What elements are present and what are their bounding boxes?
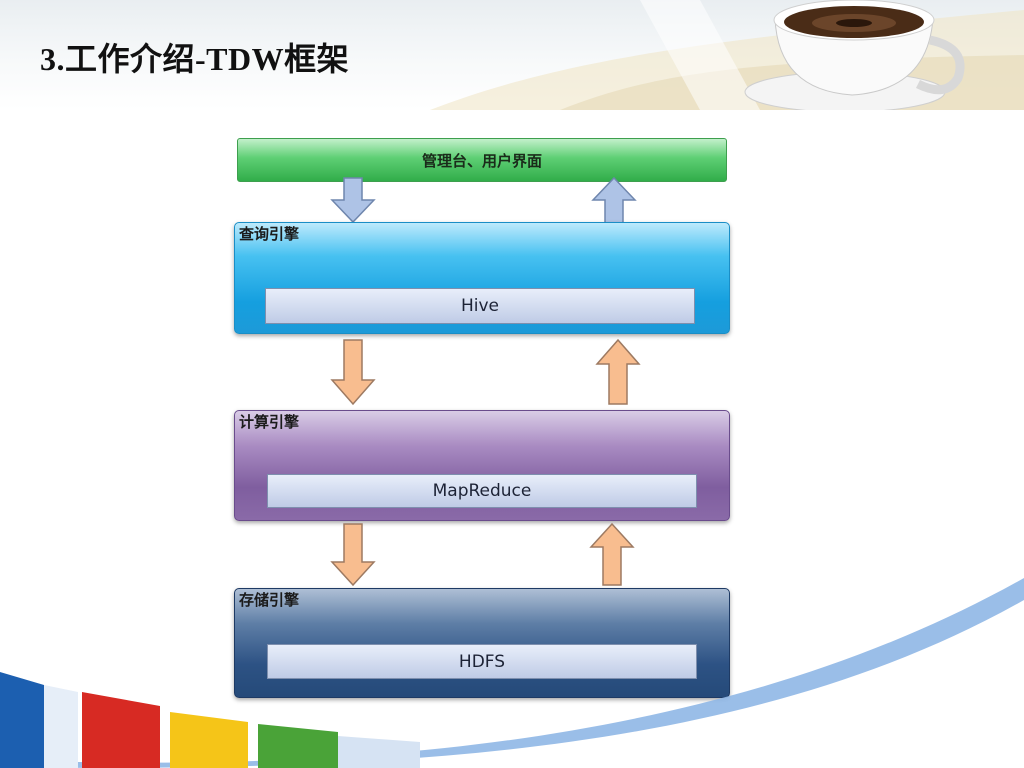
management-ui-label: 管理台、用户界面 (421, 151, 542, 170)
storage-engine-caption: 存储引擎 (239, 591, 300, 609)
management-ui-bar: 管理台、用户界面 (237, 138, 727, 182)
arrow-up-icon (589, 522, 635, 586)
arrow-up-icon (595, 338, 641, 405)
slide-header: 3.工作介绍-TDW框架 (0, 0, 1024, 110)
slide-footer-decoration (0, 578, 1024, 768)
arrow-down-icon (330, 177, 376, 224)
storage-engine-layer: 存储引擎 HDFS (234, 588, 730, 698)
arrow-down-icon (330, 523, 376, 587)
compute-engine-caption: 计算引擎 (239, 413, 300, 431)
hive-component: Hive (265, 288, 695, 324)
compute-engine-layer: 计算引擎 MapReduce (234, 410, 730, 521)
slide-title: 3.工作介绍-TDW框架 (40, 41, 350, 77)
query-engine-caption: 查询引擎 (239, 225, 300, 243)
query-engine-layer: 查询引擎 Hive (234, 222, 730, 334)
header-decoration (430, 0, 1024, 110)
mapreduce-component: MapReduce (267, 474, 697, 508)
arrow-down-icon (330, 339, 376, 406)
hdfs-component: HDFS (267, 644, 697, 679)
arrow-up-icon (591, 176, 637, 224)
